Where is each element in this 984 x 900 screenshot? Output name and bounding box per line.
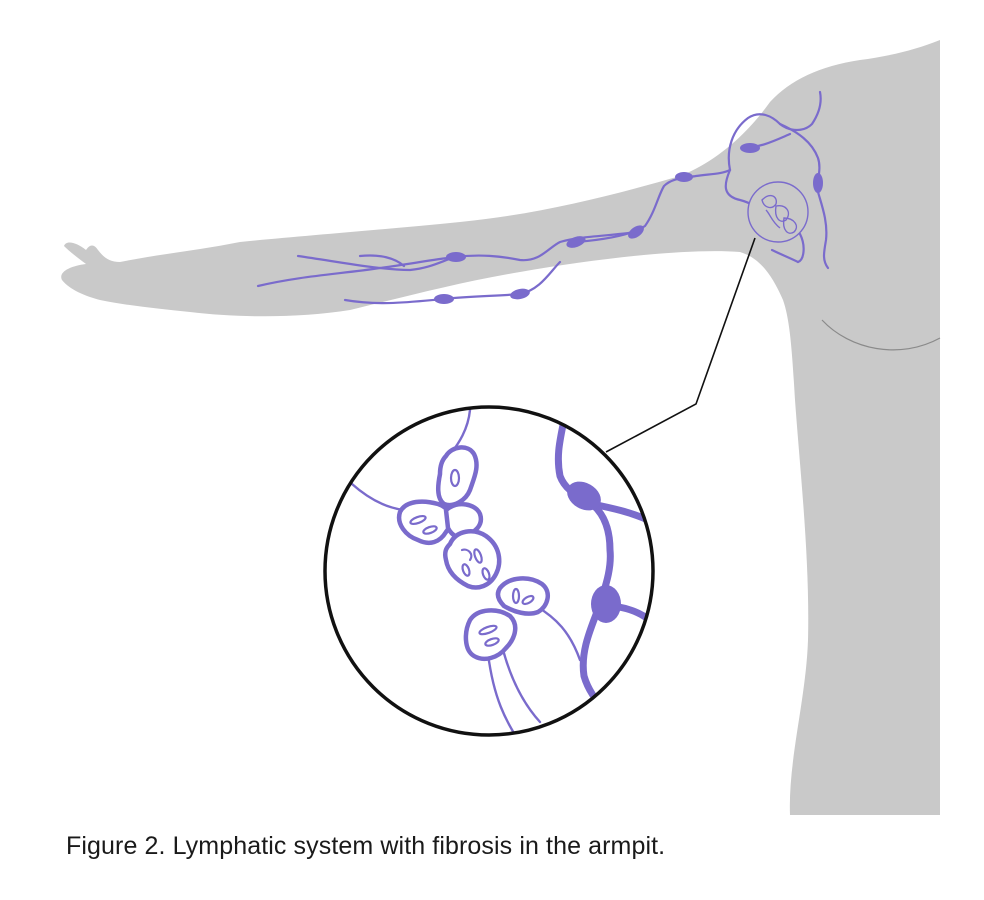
magnified-view-border — [323, 405, 655, 737]
lymph-nodes-arm — [434, 143, 823, 304]
zoom-connector-line — [605, 237, 756, 453]
thick-vessel-nodes — [567, 481, 621, 623]
body-silhouette — [61, 40, 941, 815]
armpit-focus-circle — [747, 181, 809, 243]
breast-contour — [821, 319, 941, 351]
figure-caption: Figure 2. Lymphatic system with fibrosis… — [66, 832, 666, 860]
magnified-view — [323, 405, 655, 737]
fibrotic-node-cluster — [396, 445, 551, 661]
fibrotic-node-inner-marks — [409, 468, 535, 647]
